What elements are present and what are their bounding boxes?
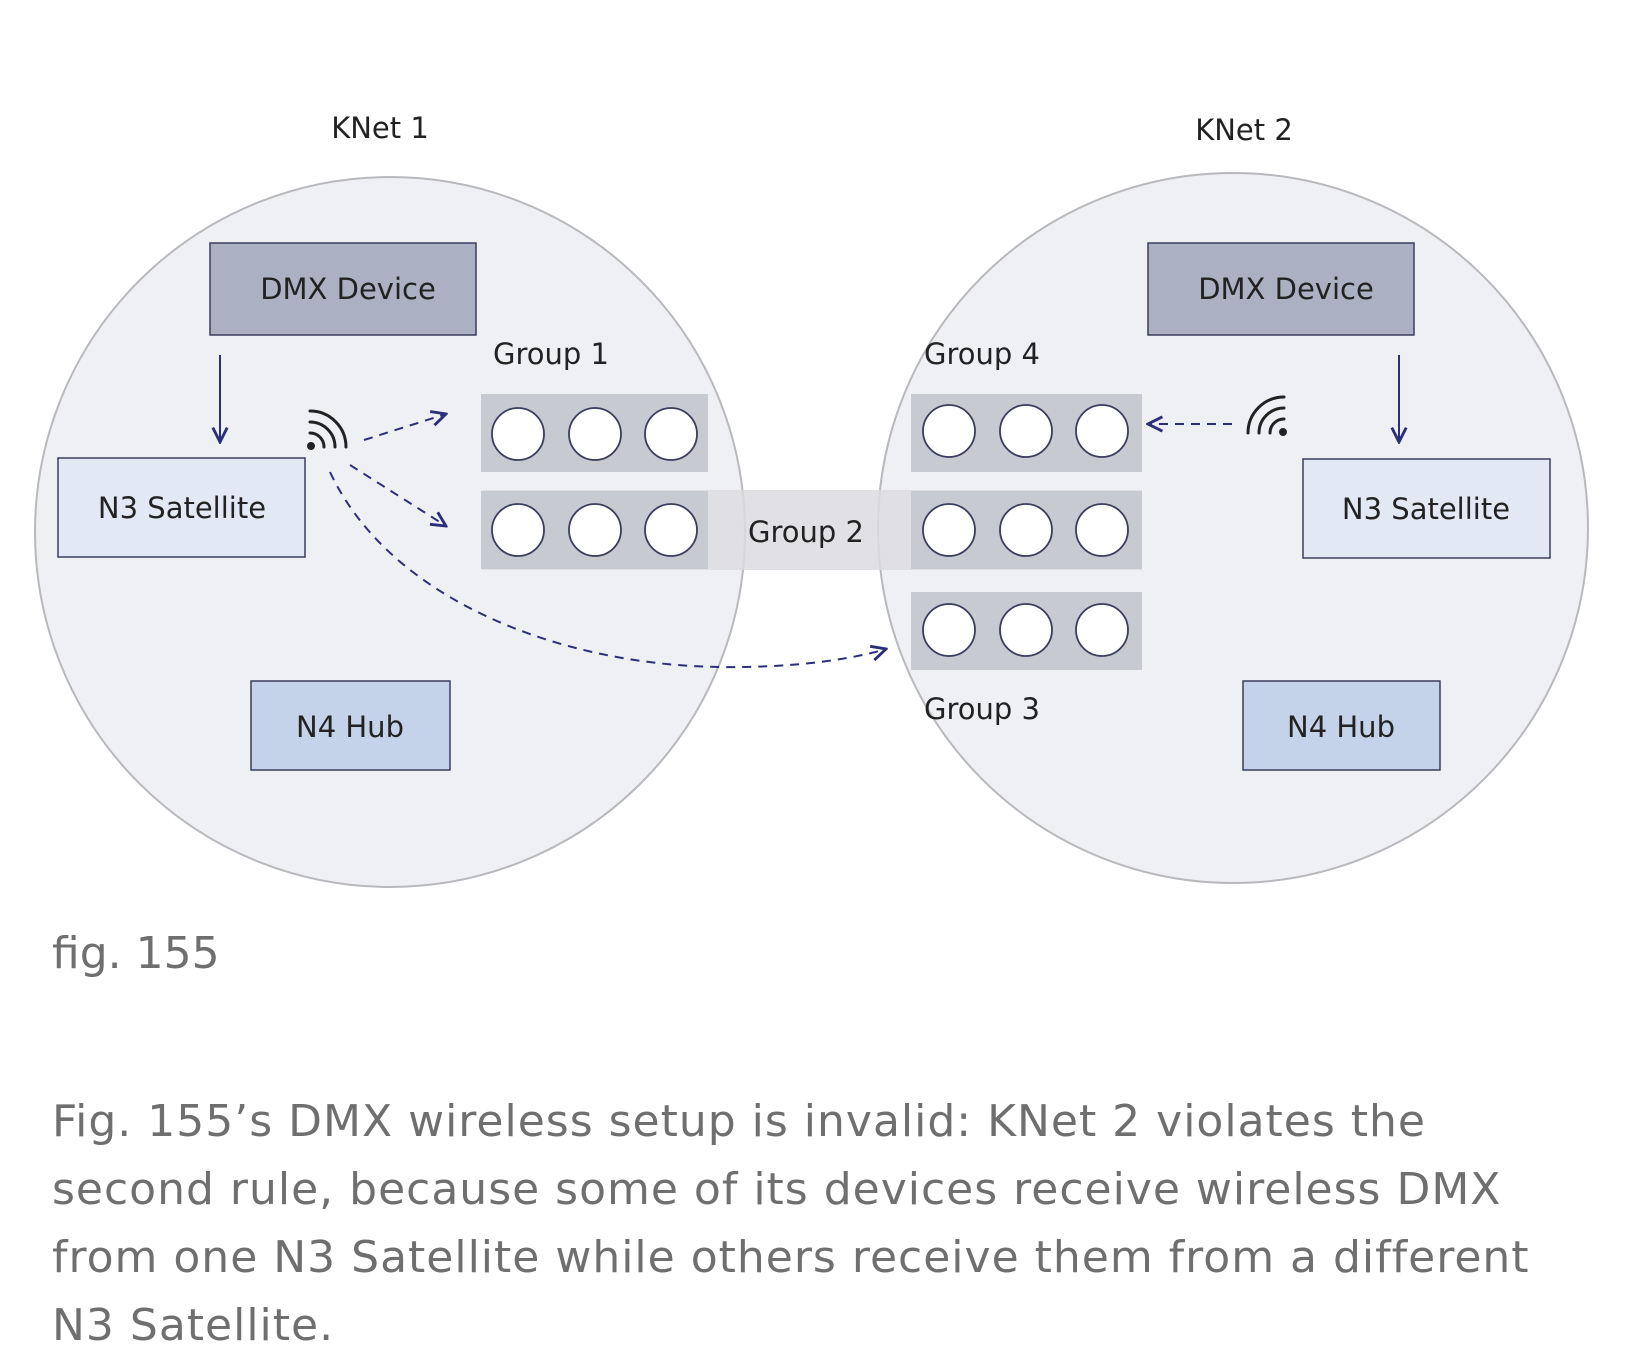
knet2-hub xyxy=(1242,680,1441,771)
group4-fixture xyxy=(999,404,1053,458)
group3-fixture xyxy=(922,603,976,657)
figure-label: fig. 155 xyxy=(52,928,220,979)
knet-diagram: KNet 1 KNet 2 DMX Device N3 Satellite N4… xyxy=(34,111,1589,888)
group3-row xyxy=(911,592,1142,670)
wifi-icon xyxy=(307,409,348,450)
group2-row-right xyxy=(911,491,1142,569)
knet2-dmx-label: DMX Device xyxy=(1198,272,1374,306)
knet2-hub-label: N4 Hub xyxy=(1287,710,1395,744)
knet2-dmx-device xyxy=(1147,242,1415,336)
group2-row-left xyxy=(481,491,708,569)
wifi-icon xyxy=(1246,395,1287,436)
group4-row xyxy=(911,394,1142,472)
group1-fixture xyxy=(568,407,622,461)
wireless-arrow-group1 xyxy=(363,414,446,441)
group2-fixture xyxy=(568,503,622,557)
figure-caption: Fig. 155’s DMX wireless setup is invalid… xyxy=(52,1096,1530,1351)
group2-label: Group 2 xyxy=(748,515,864,549)
group1-label: Group 1 xyxy=(493,337,609,371)
group2-fixture xyxy=(999,503,1053,557)
group3-fixture xyxy=(1075,603,1129,657)
group2-fixture xyxy=(491,503,545,557)
wireless-arrow-group3 xyxy=(329,471,886,669)
group4-fixture xyxy=(1075,404,1129,458)
knet1-hub-label: N4 Hub xyxy=(296,710,404,744)
group3-fixture xyxy=(999,603,1053,657)
knet1-title: KNet 1 xyxy=(331,111,429,145)
group2-fixture xyxy=(922,503,976,557)
knet1-dmx-device xyxy=(209,242,477,336)
knet1-hub xyxy=(250,680,451,771)
group3-label: Group 3 xyxy=(924,692,1040,726)
group1-row xyxy=(481,394,708,472)
group2-fixture xyxy=(644,503,698,557)
wireless-arrow-group2 xyxy=(349,464,446,526)
knet1-dmx-label: DMX Device xyxy=(260,272,436,306)
group1-fixture xyxy=(491,407,545,461)
knet2-satellite xyxy=(1302,458,1551,559)
group4-fixture xyxy=(922,404,976,458)
knet2-title: KNet 2 xyxy=(1195,113,1293,147)
group4-label: Group 4 xyxy=(924,337,1040,371)
knet2-satellite-label: N3 Satellite xyxy=(1342,492,1510,526)
knet1-satellite-label: N3 Satellite xyxy=(98,491,266,525)
knet1-satellite xyxy=(57,457,306,558)
group2-fixture xyxy=(1075,503,1129,557)
group1-fixture xyxy=(644,407,698,461)
